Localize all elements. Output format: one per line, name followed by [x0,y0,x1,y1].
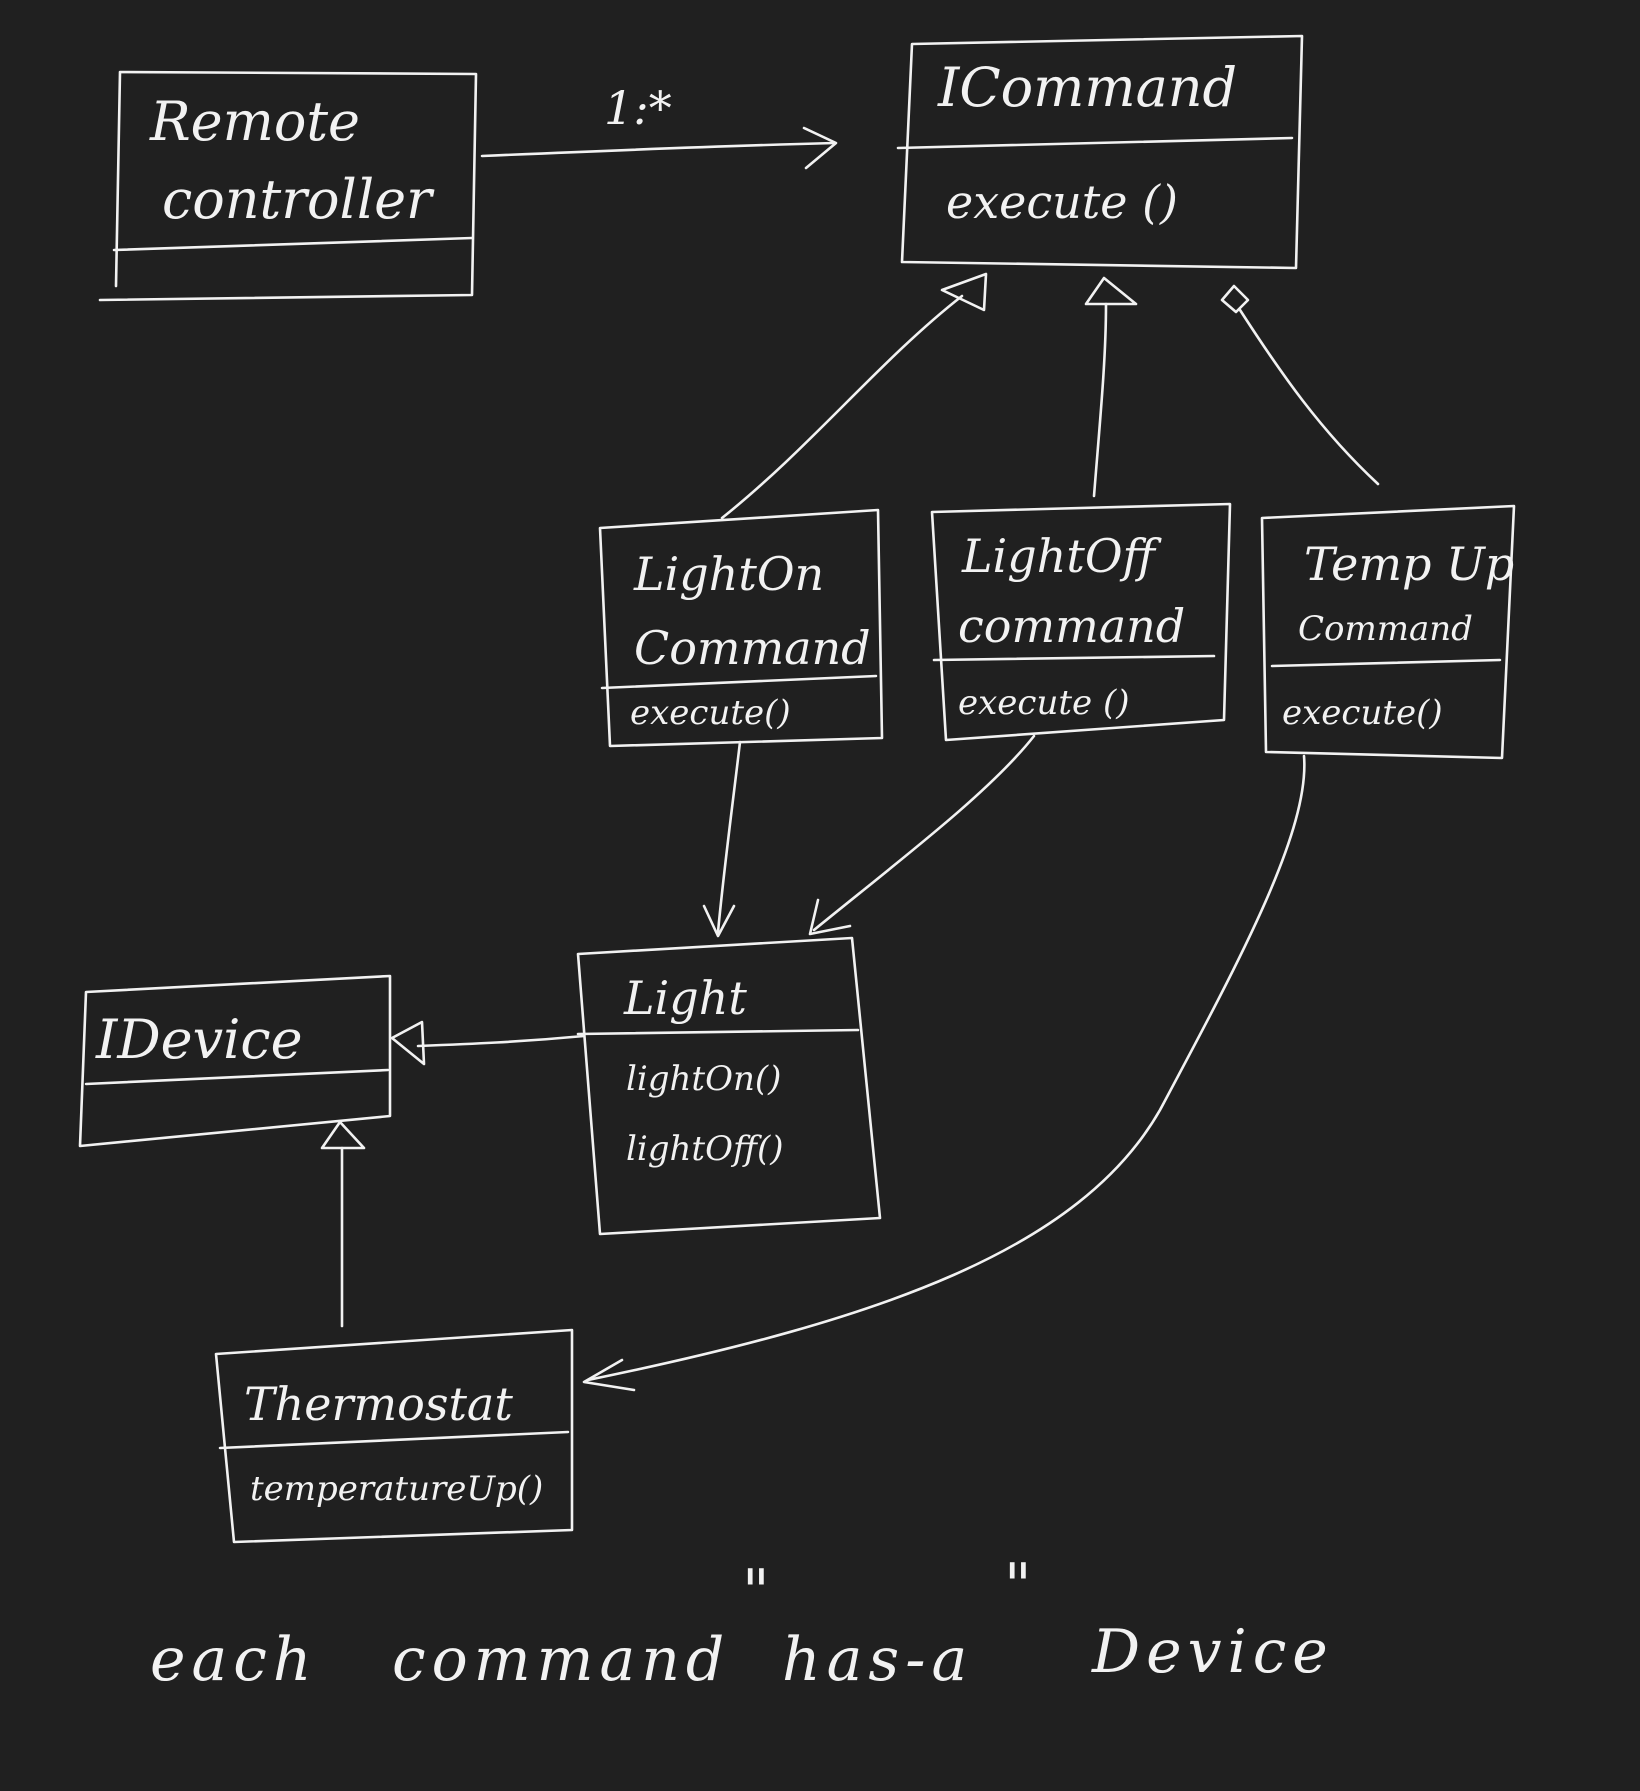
class-light-on-command: LightOn Command execute() [598,508,884,748]
light-on-command-name-line1: LightOn [633,547,824,601]
class-temp-up-command: Temp Up Command execute() [1260,504,1516,760]
realization-arrows-to-icommand [720,272,1380,520]
light-off-command-name-line2: command [958,599,1185,653]
light-on-command-method: execute() [630,693,791,733]
icommand-name: ICommand [937,56,1237,119]
note-word-device: Device [1091,1617,1334,1687]
note-word-each: each [150,1625,318,1695]
light-method-light-off: lightOff() [626,1129,784,1169]
remote-controller-name-line2: controller [162,168,435,231]
has-a-arrows-to-light [702,734,1036,938]
multiplicity-label: 1:* [604,81,672,135]
class-light: Light lightOn() lightOff() [576,936,882,1236]
idevice-name: IDevice [95,1008,303,1071]
light-name: Light [623,971,747,1025]
temp-up-command-method: execute() [1282,693,1443,733]
class-icommand: ICommand execute () [896,34,1304,270]
note-word-command: command [392,1625,730,1695]
thermostat-name: Thermostat [244,1377,513,1431]
caption-note: each command " has-a " Device [150,1551,1334,1695]
thermostat-method: temperatureUp() [250,1469,543,1509]
class-light-off-command: LightOff command execute () [930,502,1232,742]
note-quote-open: " [742,1557,776,1627]
light-on-command-name-line2: Command [634,621,871,675]
temp-up-command-name-line2: Command [1298,609,1473,649]
temp-up-command-name-line1: Temp Up [1304,537,1514,591]
remote-controller-name-line1: Remote [149,90,360,153]
icommand-method: execute () [946,175,1178,229]
light-off-command-name-line1: LightOff [961,529,1163,583]
realization-thermostat-to-idevice [320,1120,366,1328]
light-method-light-on: lightOn() [626,1059,781,1099]
note-word-has-a: has-a [782,1625,973,1695]
light-off-command-method: execute () [958,683,1129,723]
association-arrow: 1:* [480,81,838,170]
realization-light-to-idevice [390,1020,586,1066]
class-remote-controller: Remote controller [98,70,478,302]
has-a-arrow-to-thermostat [582,754,1306,1392]
note-quote-close: " [1004,1551,1038,1621]
class-thermostat: Thermostat temperatureUp() [214,1328,574,1544]
class-idevice: IDevice [78,974,392,1148]
